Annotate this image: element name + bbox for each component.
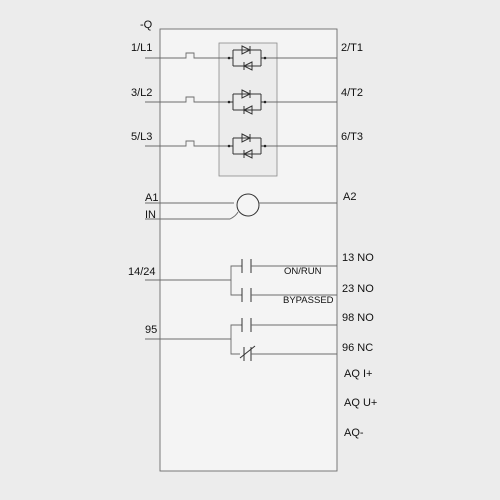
label-bypassed: BYPASSED [283, 295, 334, 306]
control-coil [145, 193, 337, 220]
relay-contacts-1 [145, 259, 337, 302]
terminal-95: 95 [145, 324, 157, 336]
phase-line-2 [145, 96, 337, 103]
terminal-13-no: 13 NO [342, 252, 374, 264]
relay-contacts-2 [145, 318, 337, 361]
thyristor-pair-2 [227, 89, 267, 115]
terminal-aq-i: AQ I+ [344, 368, 372, 380]
label-on-run: ON/RUN [284, 266, 322, 277]
terminal-4-t2: 4/T2 [341, 87, 363, 99]
phase-line-3 [145, 140, 337, 147]
thyristor-pair-3 [227, 133, 267, 159]
terminal-aq-minus: AQ- [344, 427, 364, 439]
terminal-a2: A2 [343, 191, 356, 203]
thyristor-pair-1 [227, 45, 267, 71]
terminal-1-l1: 1/L1 [131, 42, 152, 54]
terminal-a1: A1 [145, 192, 158, 204]
terminal-23-no: 23 NO [342, 283, 374, 295]
terminal-2-t1: 2/T1 [341, 42, 363, 54]
terminal-98-no: 98 NO [342, 312, 374, 324]
terminal-5-l3: 5/L3 [131, 131, 152, 143]
device-designation: -Q [140, 19, 153, 31]
phase-line-1 [145, 52, 337, 59]
terminal-6-t3: 6/T3 [341, 131, 363, 143]
terminal-aq-u: AQ U+ [344, 397, 377, 409]
terminal-3-l2: 3/L2 [131, 87, 152, 99]
terminal-in: IN [145, 209, 156, 221]
terminal-14-24: 14/24 [128, 266, 156, 278]
terminal-96-nc: 96 NC [342, 342, 373, 354]
